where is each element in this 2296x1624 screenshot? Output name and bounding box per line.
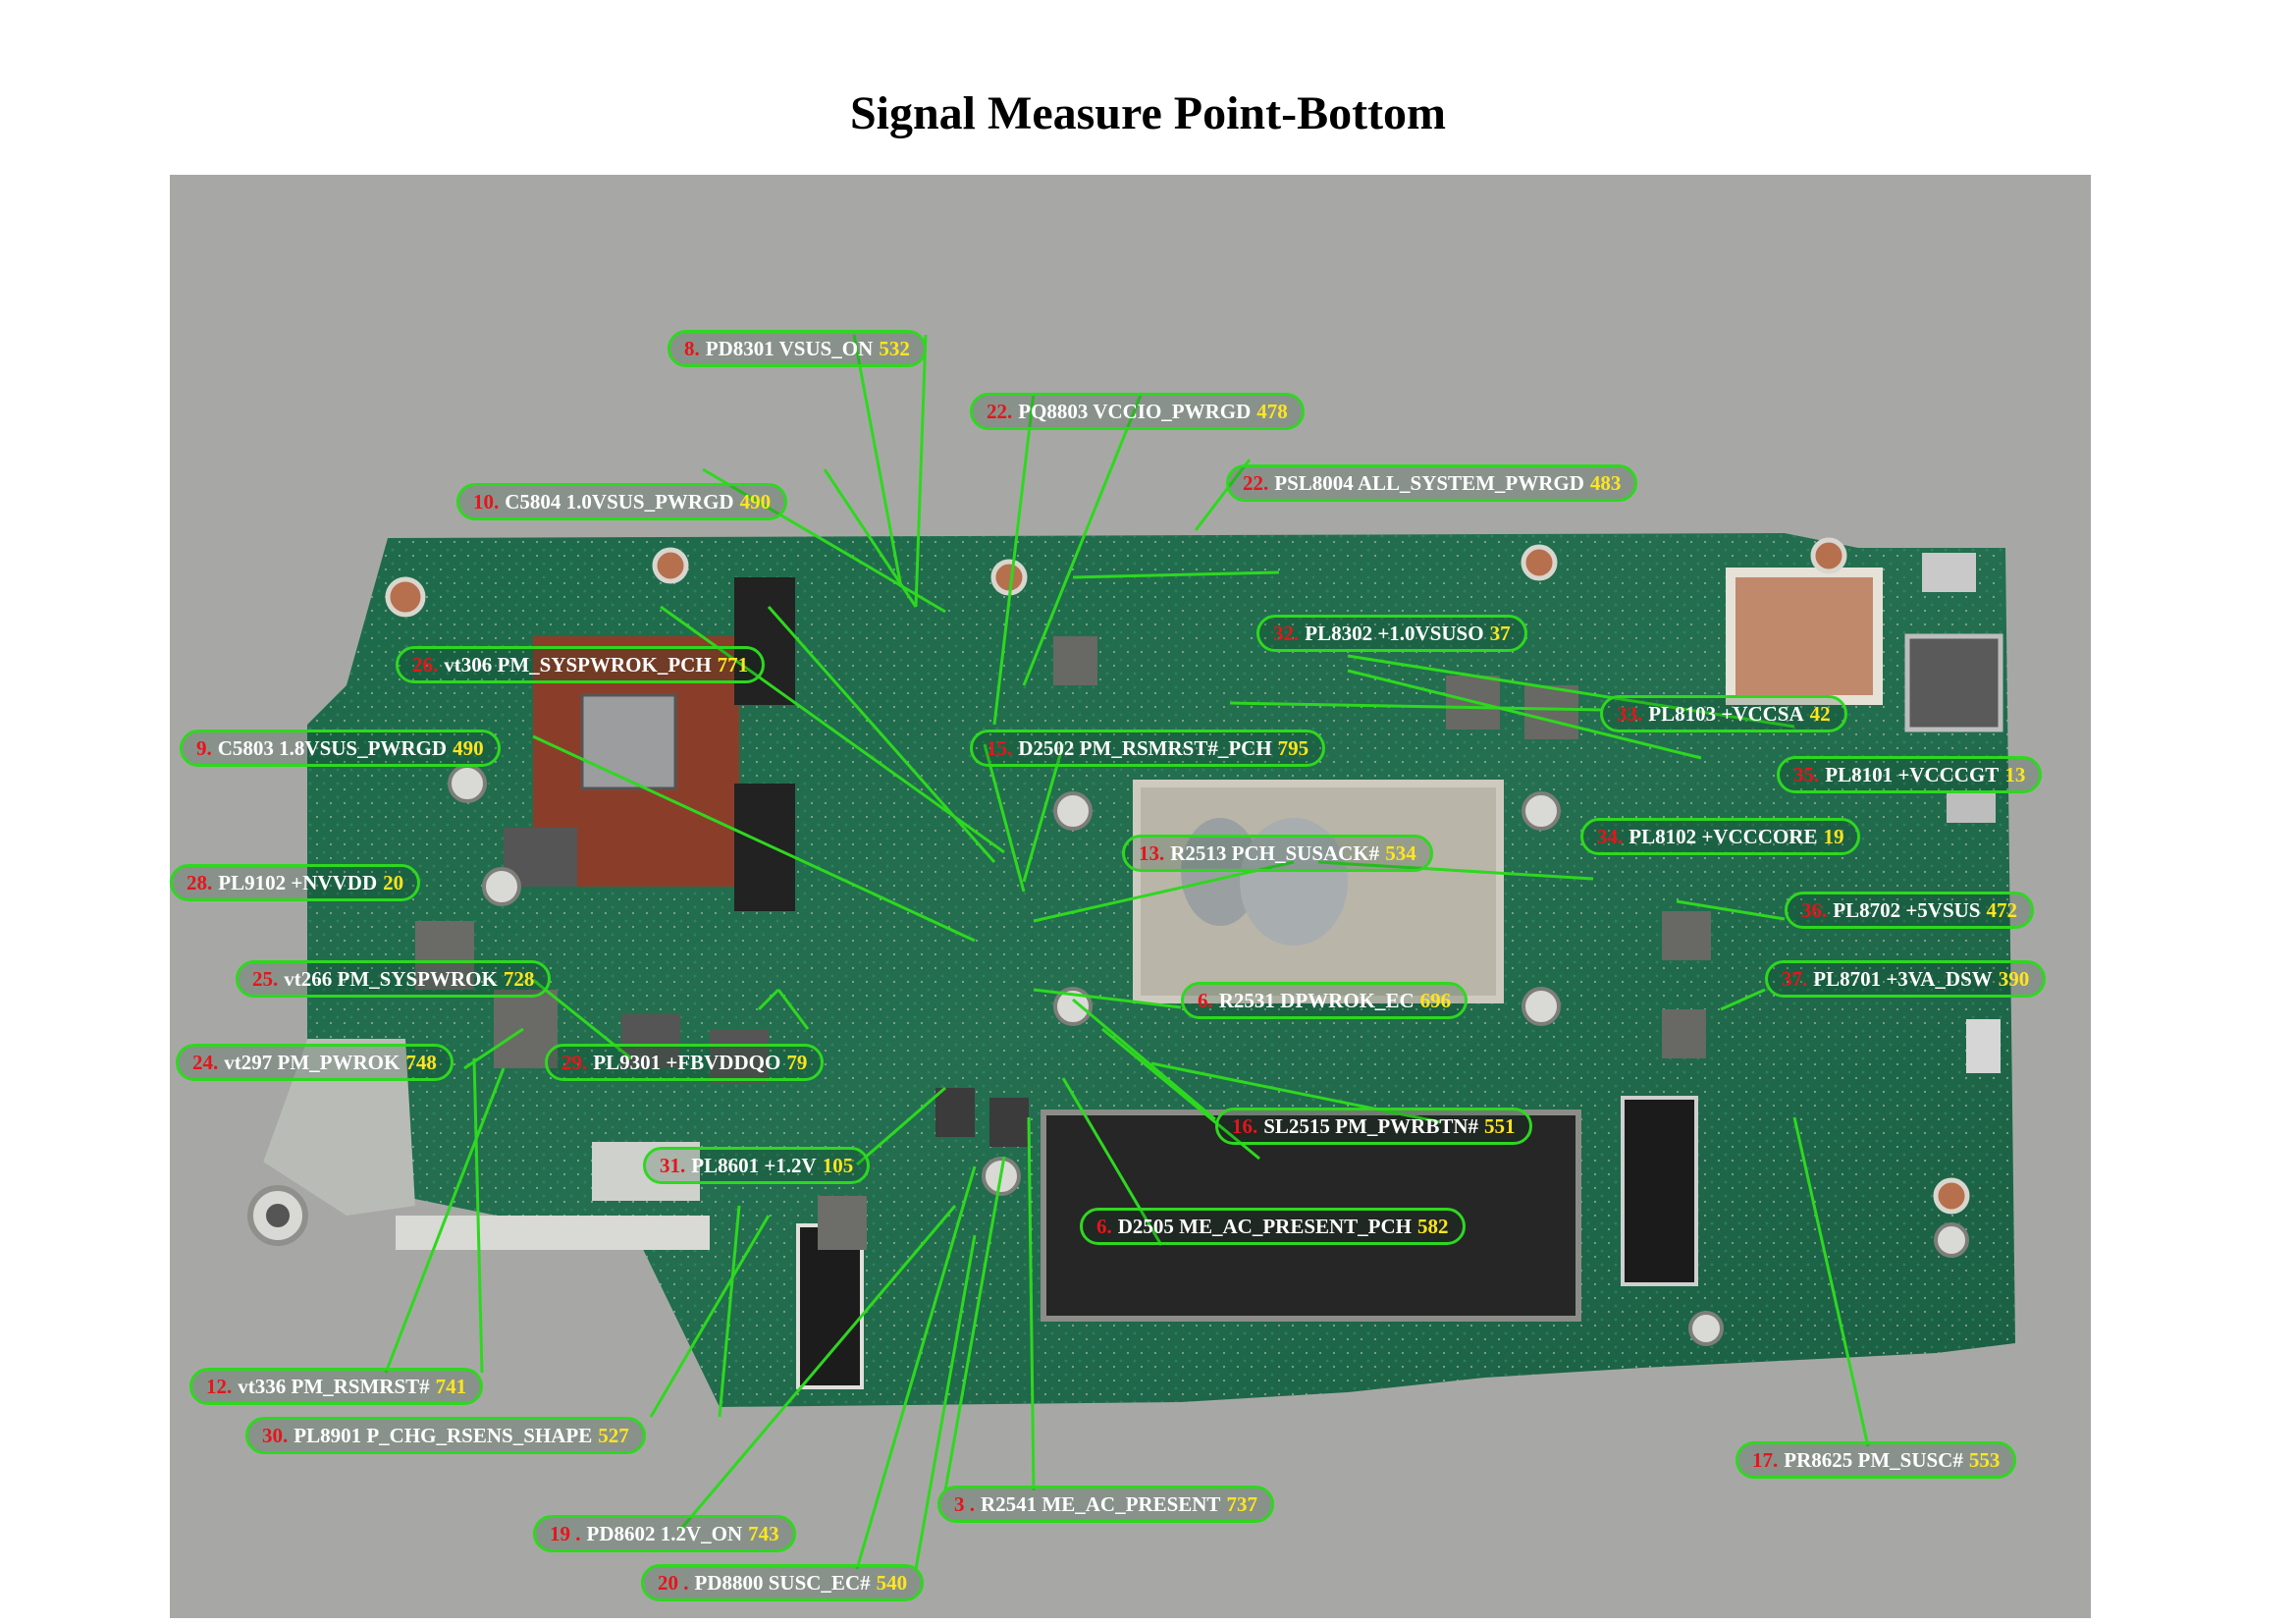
ssd-connector [1621,1096,1698,1286]
memory-chip [734,784,795,911]
usb-c-port [1947,793,1996,823]
page-title: Signal Measure Point-Bottom [849,87,1447,139]
usb-port [1904,633,2003,732]
callout-sl2515-pm-pwrbtn: 16.SL2515 PM_PWRBTN#551 [1215,1108,1532,1145]
connector [1966,1019,2001,1073]
left-metal-bracket [263,1039,415,1216]
memory-chip [734,577,795,705]
flex-connector [396,1216,710,1250]
right-copper-pad [1726,568,1883,705]
callout-pd8800-susc-ec: 20 .PD8800 SUSC_EC#540 [641,1564,925,1601]
callout-r2513-pch-susack: 13.R2513 PCH_SUSACK#534 [1122,835,1433,872]
callout-pr8625-pm-susc: 17.PR8625 PM_SUSC#553 [1735,1441,2017,1479]
callout-vt336-pm-rsmrst: 12.vt336 PM_RSMRST#741 [189,1368,484,1405]
audio-jack [1922,553,1976,592]
